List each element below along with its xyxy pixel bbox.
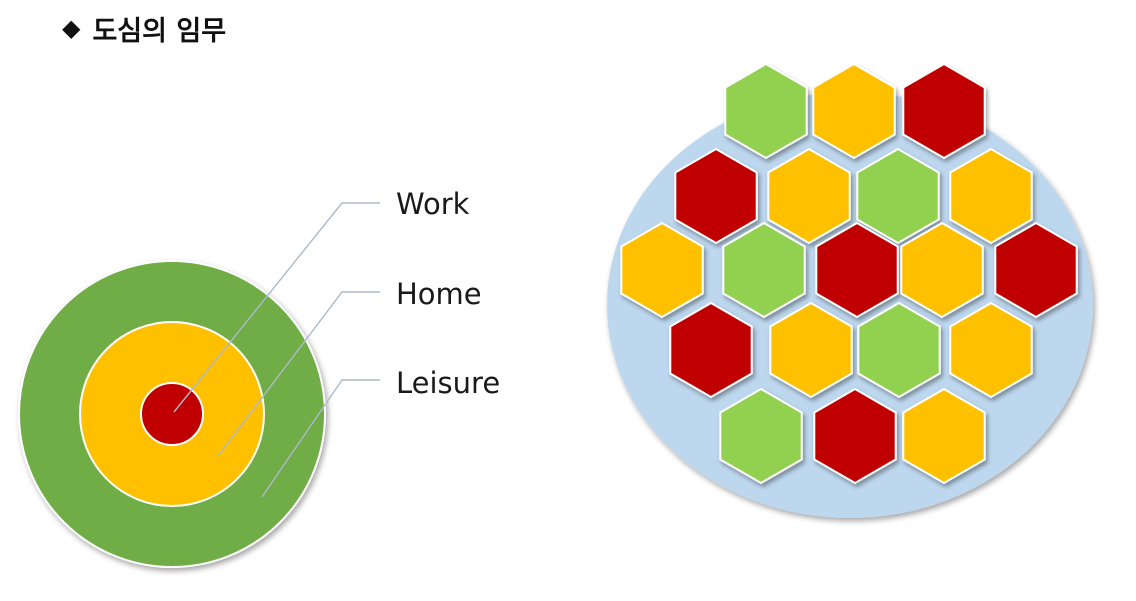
leader-line-leisure xyxy=(261,379,380,498)
hexagon-red xyxy=(902,62,986,160)
hexagon-green xyxy=(722,221,806,319)
label-work: Work xyxy=(396,187,470,221)
hexagon-yellow xyxy=(769,301,853,399)
hexagon-yellow xyxy=(900,221,984,319)
hexagon-yellow xyxy=(812,62,896,160)
hexagon-red xyxy=(994,221,1078,319)
hexagon-yellow xyxy=(902,387,986,485)
hexagon-yellow xyxy=(767,147,851,245)
hexagon-yellow xyxy=(949,147,1033,245)
hex-cluster xyxy=(607,62,1093,518)
label-home: Home xyxy=(396,277,482,311)
leader-line-home xyxy=(217,291,380,457)
hexagon-red xyxy=(674,147,758,245)
hexagon-green xyxy=(857,301,941,399)
hexagon-green xyxy=(856,147,940,245)
hex-layer xyxy=(620,62,1078,485)
hexagon-yellow xyxy=(949,301,1033,399)
page-title: ◆ 도심의 임무 xyxy=(62,8,226,48)
hexagon-yellow xyxy=(620,221,704,319)
concentric-rings xyxy=(18,260,326,568)
diamond-bullet-icon: ◆ xyxy=(62,14,81,42)
hexagon-red xyxy=(669,301,753,399)
hexagon-green xyxy=(719,387,803,485)
hexagon-red xyxy=(813,387,897,485)
leader-lines xyxy=(173,202,380,498)
label-leisure: Leisure xyxy=(396,366,500,400)
hexagon-green xyxy=(724,62,808,160)
leader-line-work xyxy=(173,202,380,413)
hexagon-red xyxy=(815,221,899,319)
ring-work xyxy=(140,382,204,446)
page-title-text: 도심의 임무 xyxy=(92,15,227,47)
